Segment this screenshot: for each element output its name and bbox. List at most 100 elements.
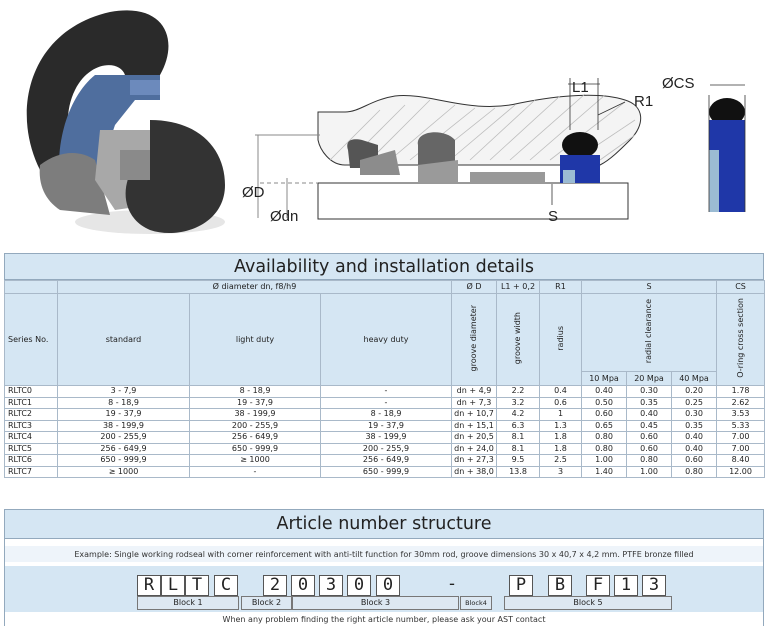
groove-cross-section <box>255 93 642 220</box>
seal-3d-render <box>26 10 225 234</box>
series-cell: RLTC2 <box>4 408 58 421</box>
label-l1: L1 <box>572 79 589 96</box>
table-cell: dn + 4,9 <box>451 385 497 398</box>
table-cell: 650 - 999,9 <box>57 454 190 467</box>
table-cell: 0.60 <box>626 431 672 444</box>
header-l1: L1 + 0,2 <box>496 280 540 294</box>
header-light: light duty <box>189 293 321 386</box>
header-cs: CS <box>716 280 766 294</box>
table-cell: dn + 7,3 <box>451 396 497 409</box>
table-cell: 1.78 <box>716 385 766 398</box>
table-cell: 7.00 <box>716 431 766 444</box>
table-cell: 1.3 <box>539 419 582 432</box>
table-cell: 0.40 <box>670 442 718 455</box>
table-cell: ≥ 1000 <box>189 454 321 467</box>
table-cell: 5.33 <box>716 419 766 432</box>
table-cell: 3 - 7,9 <box>57 385 190 398</box>
header-row-mid: Series No. standard light duty heavy dut… <box>4 293 766 386</box>
article-char: 0 <box>347 575 371 596</box>
table-cell: 1.8 <box>539 442 582 455</box>
table-cell: 38 - 199,9 <box>57 419 190 432</box>
table-cell: 0.6 <box>539 396 582 409</box>
oring-detail <box>708 95 746 212</box>
table-cell: 256 - 649,9 <box>189 431 321 444</box>
table-cell: 3.2 <box>496 396 540 409</box>
article-footer: When any problem finding the right artic… <box>5 613 763 626</box>
table-cell: 0.80 <box>581 431 627 444</box>
header-groove-diameter: groove diameter <box>469 304 478 372</box>
article-char: 0 <box>376 575 400 596</box>
table-cell: 38 - 199,9 <box>320 431 452 444</box>
table-cell: 0.60 <box>581 408 627 421</box>
table-cell: dn + 27,3 <box>451 454 497 467</box>
table-cell: 8 - 18,9 <box>320 408 452 421</box>
table-cell: 12.00 <box>716 465 766 478</box>
table-cell: 8.1 <box>496 442 540 455</box>
table-cell: dn + 20,5 <box>451 431 497 444</box>
header-d: Ø D <box>451 280 497 294</box>
table-cell: 0.60 <box>626 442 672 455</box>
table-cell: 2.2 <box>496 385 540 398</box>
table-cell: 0.60 <box>670 454 718 467</box>
table-cell: - <box>320 396 452 409</box>
table-cell: 0.30 <box>626 385 672 398</box>
table-cell: 0.35 <box>670 419 718 432</box>
table-cell: 6.3 <box>496 419 540 432</box>
label-d: ØD <box>242 184 265 201</box>
article-block-label: Block 5 <box>504 596 672 610</box>
article-char: 3 <box>642 575 666 596</box>
article-char: - <box>446 574 458 594</box>
table-cell: 1 <box>539 408 582 421</box>
table-cell: 38 - 199,9 <box>189 408 321 421</box>
header-heavy: heavy duty <box>320 293 452 386</box>
seal-profiles <box>347 132 600 183</box>
pressure-40: 40 Mpa <box>670 371 718 386</box>
article-char: R <box>137 575 161 596</box>
table-cell: dn + 10,7 <box>451 408 497 421</box>
header-oring: O-ring cross section <box>735 298 745 378</box>
header-radius: radius <box>555 325 565 351</box>
header-standard: standard <box>57 293 190 386</box>
table-cell: 1.00 <box>581 454 627 467</box>
series-cell: RLTC1 <box>4 396 58 409</box>
header-radial-clearance: radial clearance <box>644 298 654 364</box>
series-cell: RLTC3 <box>4 419 58 432</box>
availability-table-section: Availability and installation details Ø … <box>4 253 766 478</box>
table-cell: - <box>320 385 452 398</box>
table-cell: 200 - 255,9 <box>320 442 452 455</box>
table-cell: 0.80 <box>626 454 672 467</box>
article-structure-section: Article number structure Example: Single… <box>4 509 764 626</box>
table-cell: 1.00 <box>626 465 672 478</box>
article-char: C <box>214 575 238 596</box>
table-cell: 1.8 <box>539 431 582 444</box>
table-cell: 256 - 649,9 <box>320 454 452 467</box>
table-cell: 19 - 37,9 <box>189 396 321 409</box>
table-cell: 8.1 <box>496 431 540 444</box>
table-cell: 3 <box>539 465 582 478</box>
article-char: L <box>161 575 185 596</box>
table-cell: 200 - 255,9 <box>57 431 190 444</box>
table-cell: 0.50 <box>581 396 627 409</box>
article-char: 1 <box>614 575 638 596</box>
article-char: P <box>509 575 533 596</box>
table-cell: 1.40 <box>581 465 627 478</box>
table-cell: 0.30 <box>670 408 718 421</box>
article-block-label: Block4 <box>460 596 492 610</box>
table-cell: 3.53 <box>716 408 766 421</box>
series-cell: RLTC5 <box>4 442 58 455</box>
table-cell: 0.40 <box>670 431 718 444</box>
table-cell: dn + 15,1 <box>451 419 497 432</box>
table-cell: 8.40 <box>716 454 766 467</box>
header-r1: R1 <box>539 280 582 294</box>
table-cell: 0.20 <box>670 385 718 398</box>
header-groove-width: groove width <box>513 311 522 365</box>
article-block-label: Block 1 <box>137 596 239 610</box>
